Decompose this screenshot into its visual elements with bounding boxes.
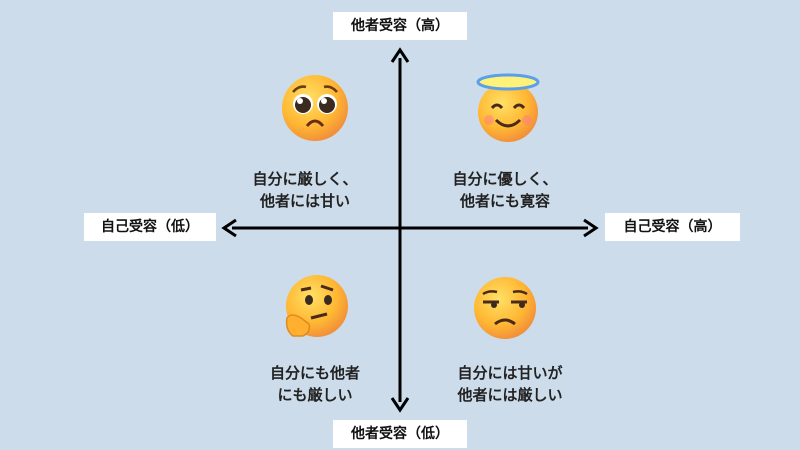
- quadrant-text-line: 自分に優しく、: [452, 170, 558, 188]
- axis-label-right: 自己受容（高）: [605, 213, 740, 241]
- axis-label-top: 他者受容（高）: [333, 12, 467, 40]
- axis-label-bottom: 他者受容（低）: [333, 420, 467, 448]
- quadrant-top-right-text: 自分に優しく、 他者にも寛容: [415, 168, 595, 212]
- pleading-face-icon: [282, 75, 348, 141]
- axis-label-left: 自己受容（低）: [84, 213, 216, 241]
- quadrant-text-line: 自分には甘いが: [457, 364, 563, 382]
- thinking-face-icon: [285, 275, 348, 337]
- quadrant-text-line: 他者には厳しい: [457, 386, 563, 404]
- vertical-axis: [390, 47, 410, 413]
- quadrant-bottom-left-text: 自分にも他者 にも厳しい: [225, 362, 405, 406]
- quadrant-text-line: 他者にも寛容: [459, 192, 550, 210]
- quadrant-text-line: 自分にも他者: [269, 364, 360, 382]
- quadrant-text-line: 他者には甘い: [259, 192, 350, 210]
- quadrant-text-line: にも厳しい: [277, 386, 353, 404]
- quadrant-top-left-text: 自分に厳しく、 他者には甘い: [215, 168, 395, 212]
- quadrant-bottom-right-text: 自分には甘いが 他者には厳しい: [420, 362, 600, 406]
- unamused-face-icon: [474, 277, 536, 339]
- quadrant-text-line: 自分に厳しく、: [252, 170, 358, 188]
- horizontal-axis: [221, 218, 599, 238]
- smiling-face-with-halo-icon: [476, 73, 540, 142]
